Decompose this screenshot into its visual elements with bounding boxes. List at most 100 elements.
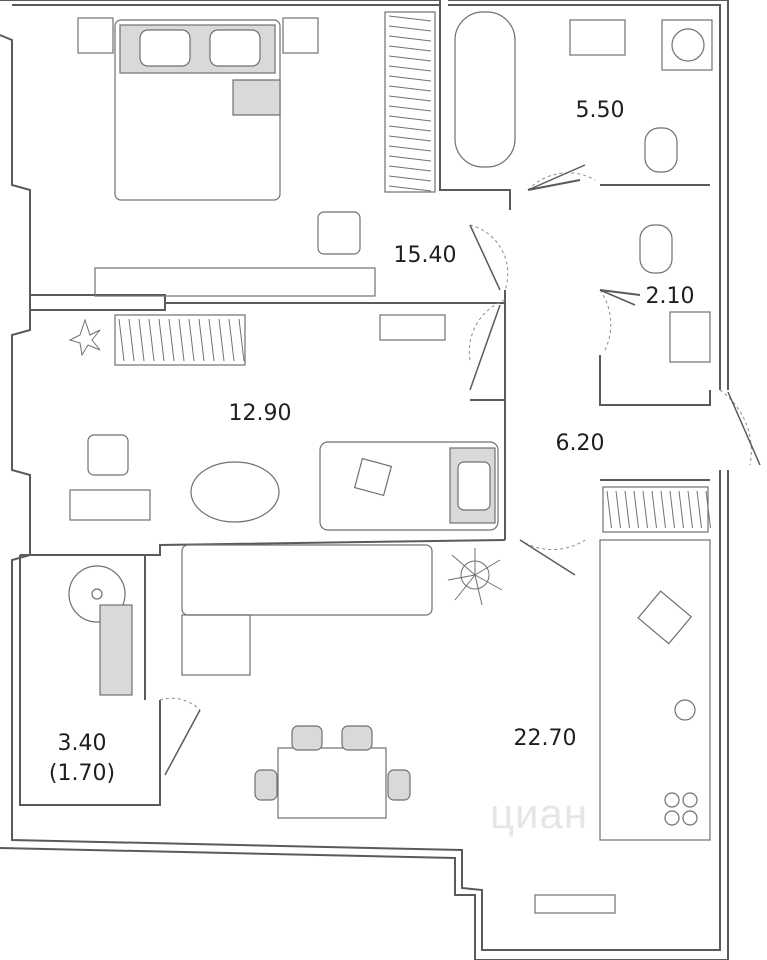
hatch-line xyxy=(218,318,225,362)
hatch-line xyxy=(678,490,684,529)
hatch-line xyxy=(606,490,612,529)
plant-icon-living xyxy=(68,318,101,357)
room-area-balcony: 3.40 xyxy=(58,731,107,756)
chair-left xyxy=(254,769,278,801)
door-leaf-bedroom xyxy=(469,224,501,291)
door-bathroom xyxy=(527,172,596,191)
sofa-bed-pillow xyxy=(457,461,491,511)
door-leaf-living xyxy=(469,304,501,391)
hatch-line xyxy=(651,490,657,529)
rug xyxy=(190,461,280,523)
room-area-living: 12.90 xyxy=(229,401,292,426)
kitchen-sink xyxy=(637,590,693,645)
hatch-line xyxy=(615,490,621,529)
pillow-right xyxy=(209,29,261,67)
hatch-line xyxy=(388,165,432,172)
hatch-line xyxy=(148,318,155,362)
hatch-line xyxy=(388,105,432,112)
hatch-line xyxy=(388,185,432,192)
hatch-line xyxy=(388,155,432,162)
chair-right xyxy=(387,769,411,801)
hatch-line xyxy=(238,318,245,362)
bathroom-sink xyxy=(569,19,626,56)
door-leaf-balcony xyxy=(164,709,201,776)
living-shelf xyxy=(379,314,446,341)
hatch-line xyxy=(388,35,432,42)
hatch-line xyxy=(188,318,195,362)
washing-machine xyxy=(671,28,705,62)
dining-table xyxy=(277,747,387,819)
hatch-line xyxy=(633,490,639,529)
hatch-line xyxy=(388,75,432,82)
stove-burner-4 xyxy=(682,810,698,826)
door-balcony xyxy=(159,697,201,711)
hatch-line xyxy=(208,318,215,362)
nightstand-left xyxy=(77,17,114,54)
nightstand-right xyxy=(282,17,319,54)
hatch-line xyxy=(168,318,175,362)
hatch-line xyxy=(388,115,432,122)
bathroom-wall xyxy=(439,5,581,210)
hatch-line xyxy=(696,490,702,529)
oven-knob xyxy=(674,699,696,721)
watermark: циан xyxy=(490,790,589,837)
kitchen-counter xyxy=(599,539,711,841)
hatch-line xyxy=(642,490,648,529)
room-area-toilet: 2.10 xyxy=(646,284,695,309)
bed-duvet-fold xyxy=(232,79,281,116)
hatch-line xyxy=(687,490,693,529)
kitchen-sofa-chaise xyxy=(181,614,251,676)
living-pouf xyxy=(87,434,129,476)
hatch-line xyxy=(388,125,432,132)
living-wardrobe xyxy=(114,314,246,366)
laptop xyxy=(353,457,393,497)
wardrobe-hatching xyxy=(118,15,711,529)
door-living xyxy=(468,299,506,361)
kitchen-wall xyxy=(20,479,710,556)
door-entrance xyxy=(719,389,752,466)
hatch-line xyxy=(388,45,432,52)
hatch-line xyxy=(138,318,145,362)
hatch-line xyxy=(388,95,432,102)
hatch-line xyxy=(388,55,432,62)
bedroom-living-wall xyxy=(30,294,505,311)
outer-wall-outline xyxy=(0,0,729,960)
pillow-left xyxy=(139,29,191,67)
dresser xyxy=(94,267,376,297)
hatch-line xyxy=(624,490,630,529)
room-subarea-balcony: (1.70) xyxy=(49,761,115,786)
plant-icon-kitchen xyxy=(447,548,503,606)
wardrobe-bedroom xyxy=(384,11,436,193)
door-leaf-toilet xyxy=(599,289,636,306)
door-bedroom xyxy=(469,224,509,291)
hatch-line xyxy=(388,135,432,142)
desk xyxy=(69,489,151,521)
room-area-hall: 6.20 xyxy=(556,431,605,456)
hatch-line xyxy=(158,318,165,362)
wc-toilet xyxy=(639,224,673,274)
hatch-line xyxy=(660,490,666,529)
hatch-line xyxy=(118,318,125,362)
wc-sink xyxy=(669,311,711,363)
hatch-line xyxy=(228,318,235,362)
stove-burner-3 xyxy=(664,810,680,826)
hall-wall xyxy=(470,290,506,540)
washing-machine-box xyxy=(661,19,713,71)
toilet-wall xyxy=(599,184,711,406)
balcony-wall xyxy=(19,555,161,806)
room-area-kitchen: 22.70 xyxy=(514,726,577,751)
hatch-line xyxy=(388,15,432,22)
stove-burner-1 xyxy=(664,792,680,808)
door-leaf-bathroom xyxy=(527,164,586,191)
hatch-line xyxy=(388,25,432,32)
door-leaf-entrance xyxy=(727,391,761,466)
hatch-line xyxy=(388,145,432,152)
chair-top-left xyxy=(291,725,323,751)
bathroom-toilet xyxy=(644,127,678,173)
balcony-table xyxy=(68,565,126,623)
door-toilet xyxy=(599,289,612,351)
chair-top-right xyxy=(341,725,373,751)
balcony-bench xyxy=(99,604,133,696)
hatch-line xyxy=(388,85,432,92)
